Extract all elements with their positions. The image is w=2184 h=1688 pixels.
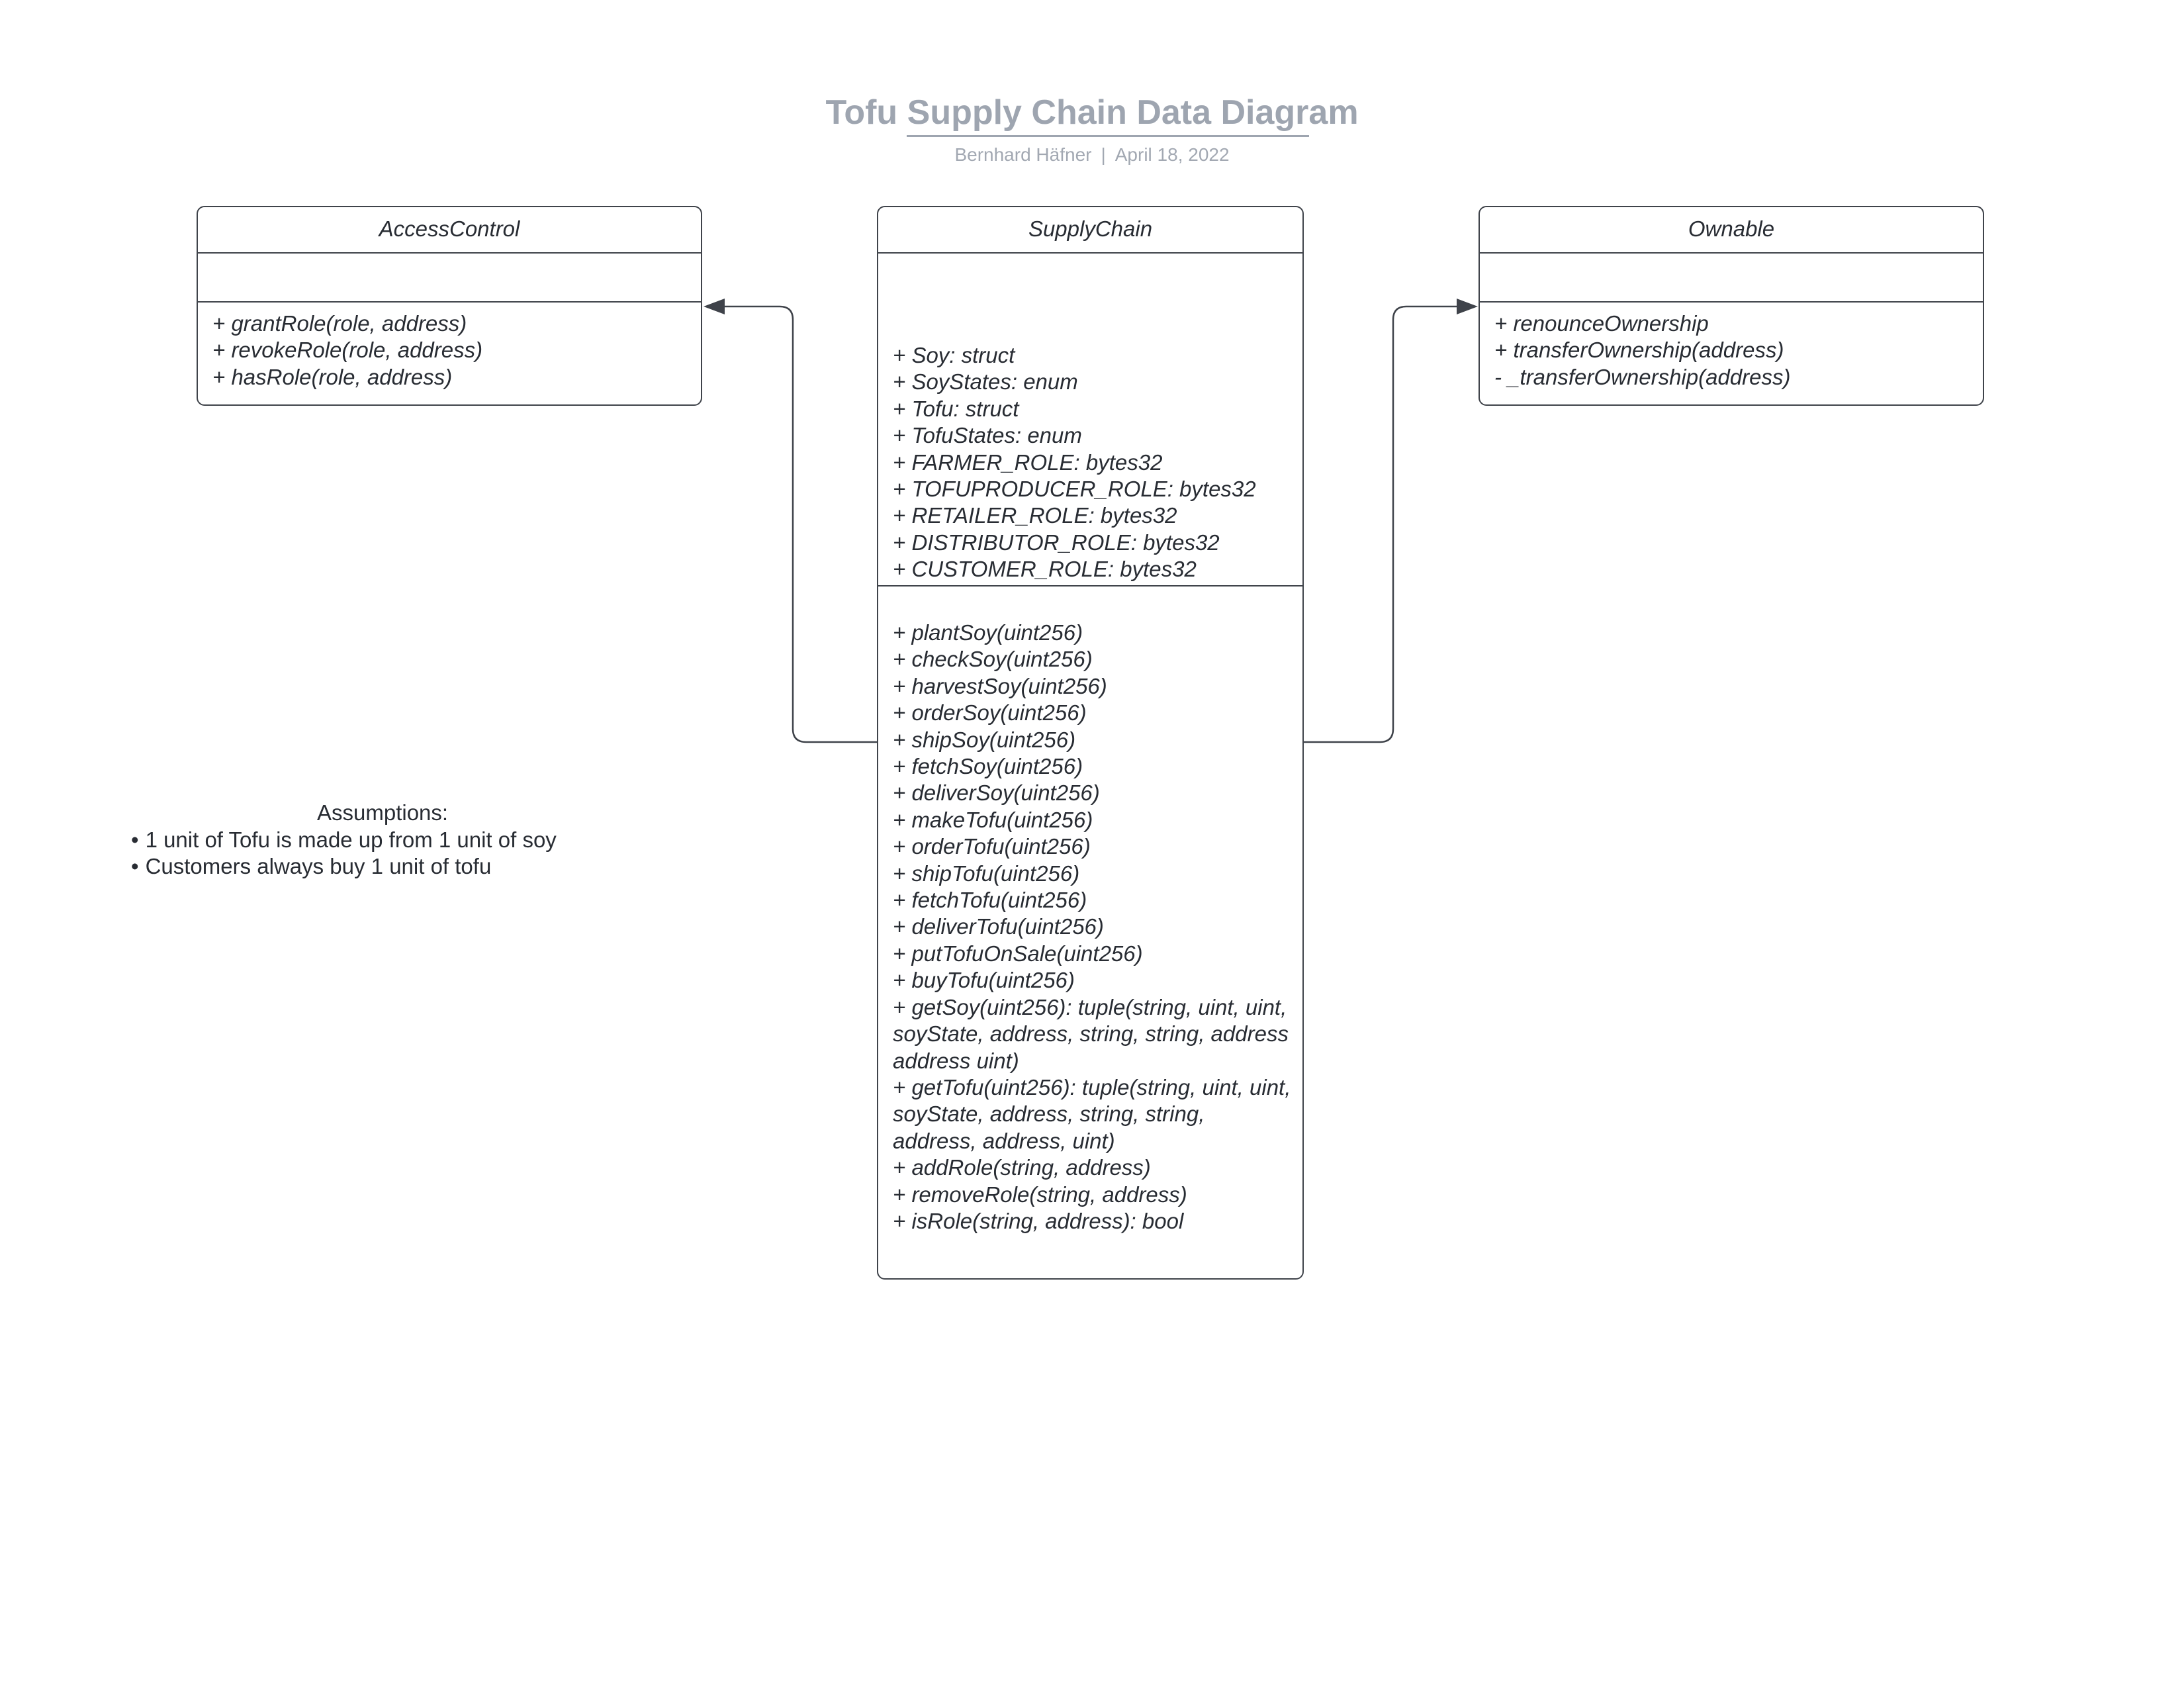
subtitle-separator: | (1101, 144, 1106, 165)
author-name: Bernhard Häfner (954, 144, 1092, 165)
operation: + buyTofu(uint256) (893, 968, 1075, 993)
attribute: + CUSTOMER_ROLE: bytes32 (893, 557, 1197, 582)
class-attributes (1480, 254, 1983, 303)
operation: + transferOwnership(address) (1494, 338, 1784, 363)
supplychain-to-accesscontrol-line (717, 305, 877, 743)
operation: + getTofu(uint256): tuple(string, uint, … (893, 1074, 1291, 1153)
attribute: + TOFUPRODUCER_ROLE: bytes32 (893, 477, 1256, 502)
operation: + deliverTofu(uint256) (893, 914, 1104, 939)
assumption-item: •Customers always buy 1 unit of tofu (131, 853, 660, 880)
operation: + isRole(string, address): bool (893, 1208, 1184, 1233)
class-operations: + grantRole(role, address) + revokeRole(… (198, 303, 701, 391)
operation: + deliverSoy(uint256) (893, 780, 1100, 806)
attribute: + Tofu: struct (893, 396, 1019, 421)
bullet-icon: • (131, 854, 139, 878)
operation: - _transferOwnership(address) (1494, 364, 1791, 389)
operation: + makeTofu(uint256) (893, 807, 1093, 832)
class-supply-chain[interactable]: SupplyChain + Soy: struct + SoyStates: e… (877, 206, 1304, 1280)
operation: + putTofuOnSale(uint256) (893, 941, 1143, 966)
title-underline (907, 135, 1309, 137)
attribute: + FARMER_ROLE: bytes32 (893, 449, 1163, 475)
attribute: + Soy: struct (893, 343, 1015, 367)
ownable-arrowhead (1457, 299, 1478, 314)
class-operations: + renounceOwnership + transferOwnership(… (1480, 303, 1983, 391)
assumptions-note: Assumptions: •1 unit of Tofu is made up … (131, 800, 660, 880)
attribute: + SoyStates: enum (893, 369, 1078, 395)
class-name: AccessControl (198, 207, 701, 254)
operation: + grantRole(role, address) (212, 311, 467, 336)
operation: + shipTofu(uint256) (893, 861, 1080, 886)
class-name: Ownable (1480, 207, 1983, 254)
operation: + shipSoy(uint256) (893, 727, 1076, 752)
operation: + orderSoy(uint256) (893, 700, 1087, 726)
assumption-text: 1 unit of Tofu is made up from 1 unit of… (145, 827, 557, 852)
bullet-icon: • (131, 827, 139, 852)
operation: + checkSoy(uint256) (893, 647, 1093, 672)
class-attributes: + Soy: struct + SoyStates: enum + Tofu: … (878, 254, 1302, 586)
accesscontrol-arrowhead (704, 299, 725, 314)
operation: + revokeRole(role, address) (212, 338, 483, 363)
attribute: + DISTRIBUTOR_ROLE: bytes32 (893, 530, 1220, 555)
class-operations: + plantSoy(uint256) + checkSoy(uint256) … (878, 586, 1302, 1235)
operation: + hasRole(role, address) (212, 364, 453, 389)
operation: + fetchTofu(uint256) (893, 888, 1087, 913)
operation: + addRole(string, address) (893, 1155, 1151, 1180)
attribute: + TofuStates: enum (893, 423, 1082, 448)
diagram-date: April 18, 2022 (1115, 144, 1230, 165)
operation: + renounceOwnership (1494, 311, 1709, 336)
class-ownable[interactable]: Ownable + renounceOwnership + transferOw… (1479, 206, 1984, 406)
assumption-item: •1 unit of Tofu is made up from 1 unit o… (131, 827, 660, 854)
diagram-subtitle: Bernhard Häfner | April 18, 2022 (0, 143, 2184, 167)
operation: + removeRole(string, address) (893, 1182, 1187, 1207)
operation: + orderTofu(uint256) (893, 834, 1091, 859)
class-access-control[interactable]: AccessControl + grantRole(role, address)… (197, 206, 702, 406)
assumption-text: Customers always buy 1 unit of tofu (145, 854, 492, 878)
class-attributes (198, 254, 701, 303)
supplychain-to-ownable-line (1304, 305, 1464, 743)
diagram-title: Tofu Supply Chain Data Diagram (825, 93, 1359, 132)
operation: + harvestSoy(uint256) (893, 673, 1107, 698)
operation: + plantSoy(uint256) (893, 620, 1083, 645)
operation: + getSoy(uint256): tuple(string, uint, u… (893, 994, 1289, 1073)
operation: + fetchSoy(uint256) (893, 754, 1083, 779)
attribute: + RETAILER_ROLE: bytes32 (893, 503, 1177, 528)
assumptions-heading: Assumptions: (317, 800, 449, 825)
class-name: SupplyChain (878, 207, 1302, 254)
